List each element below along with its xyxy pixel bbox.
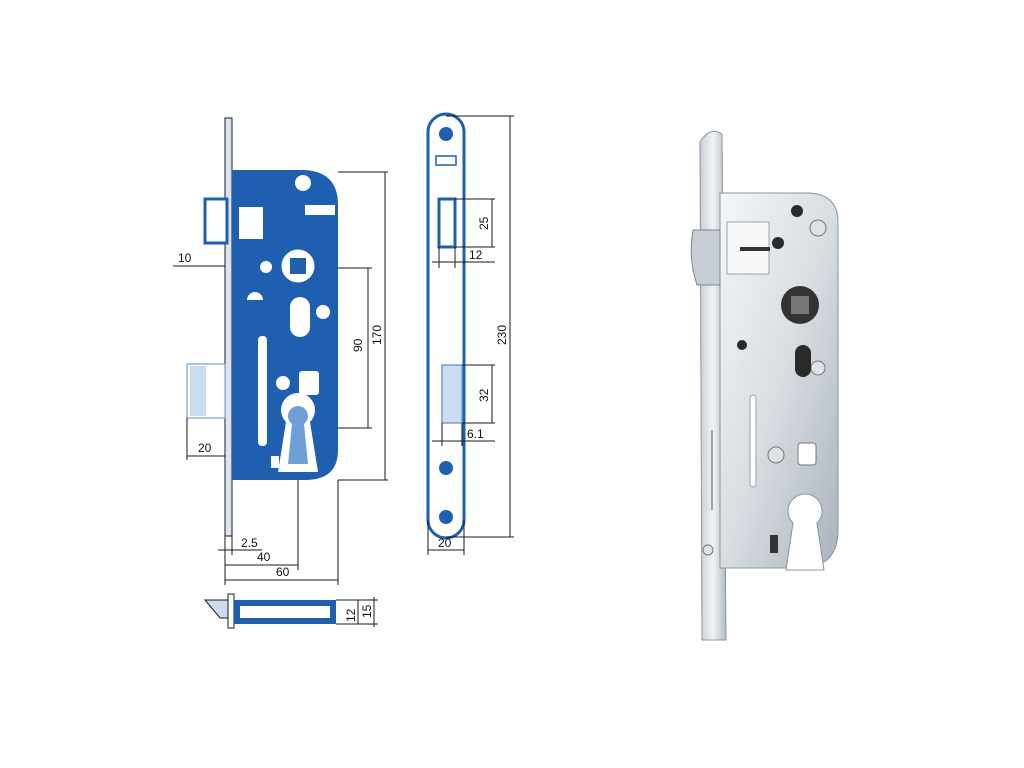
side-screw-bottom-icon bbox=[439, 510, 453, 524]
side-dimensions: 25 12 230 32 6.1 20 bbox=[427, 115, 514, 555]
photo-screw-icon bbox=[810, 360, 826, 376]
dim-body-depth: 60 bbox=[276, 565, 290, 579]
photo-screw-icon bbox=[767, 446, 785, 464]
lever-icon bbox=[247, 292, 263, 300]
photo-spring-icon bbox=[740, 247, 770, 251]
dim-backset: 40 bbox=[257, 550, 271, 564]
dim-body-height: 170 bbox=[370, 325, 384, 345]
dim-latch-offset: 10 bbox=[178, 251, 192, 265]
dim-latch-height: 25 bbox=[477, 216, 491, 230]
front-deadbolt-outline bbox=[186, 363, 226, 419]
front-latch-bolt bbox=[203, 197, 229, 245]
bottom-view: 12 15 bbox=[203, 593, 378, 629]
photo-slot-icon bbox=[795, 345, 811, 377]
dim-overall-thickness: 15 bbox=[360, 604, 374, 618]
screw-icon bbox=[276, 376, 290, 390]
slot-icon bbox=[258, 336, 267, 446]
front-dimensions: 10 90 170 20 2.5 40 60 bbox=[173, 171, 388, 585]
dim-body-thickness: 12 bbox=[344, 608, 358, 622]
side-latch-opening bbox=[437, 197, 457, 249]
slot-icon bbox=[305, 205, 335, 215]
square-hole-icon bbox=[297, 369, 321, 397]
screw-icon bbox=[316, 305, 330, 319]
dim-latch-width: 12 bbox=[469, 248, 483, 262]
side-view bbox=[426, 112, 466, 540]
hole-icon bbox=[260, 261, 272, 273]
dim-bolt-projection: 20 bbox=[198, 441, 212, 455]
side-logo-mark bbox=[435, 155, 457, 166]
front-faceplate bbox=[224, 117, 233, 537]
latch-mechanism bbox=[237, 205, 265, 241]
follower-square-icon bbox=[288, 256, 308, 276]
dim-faceplate-width: 20 bbox=[438, 536, 452, 550]
dim-faceplate-thickness: 2.5 bbox=[241, 536, 258, 550]
dim-faceplate-length: 230 bbox=[495, 325, 509, 345]
side-screw-top-icon bbox=[439, 127, 453, 141]
hole-icon bbox=[295, 175, 311, 191]
side-screw-mid-icon bbox=[439, 461, 453, 475]
slot-icon bbox=[290, 297, 310, 337]
side-bolt-opening bbox=[441, 364, 463, 424]
dim-backset-latch: 90 bbox=[351, 338, 365, 352]
dim-bolt-width: 6.1 bbox=[467, 427, 484, 441]
photo-screw-icon bbox=[809, 219, 827, 237]
dim-bolt-height: 32 bbox=[477, 388, 491, 402]
front-view bbox=[186, 117, 338, 537]
photo-cylinder-cutout bbox=[785, 493, 825, 571]
product-photo bbox=[690, 130, 839, 641]
photo-latch bbox=[690, 229, 721, 286]
